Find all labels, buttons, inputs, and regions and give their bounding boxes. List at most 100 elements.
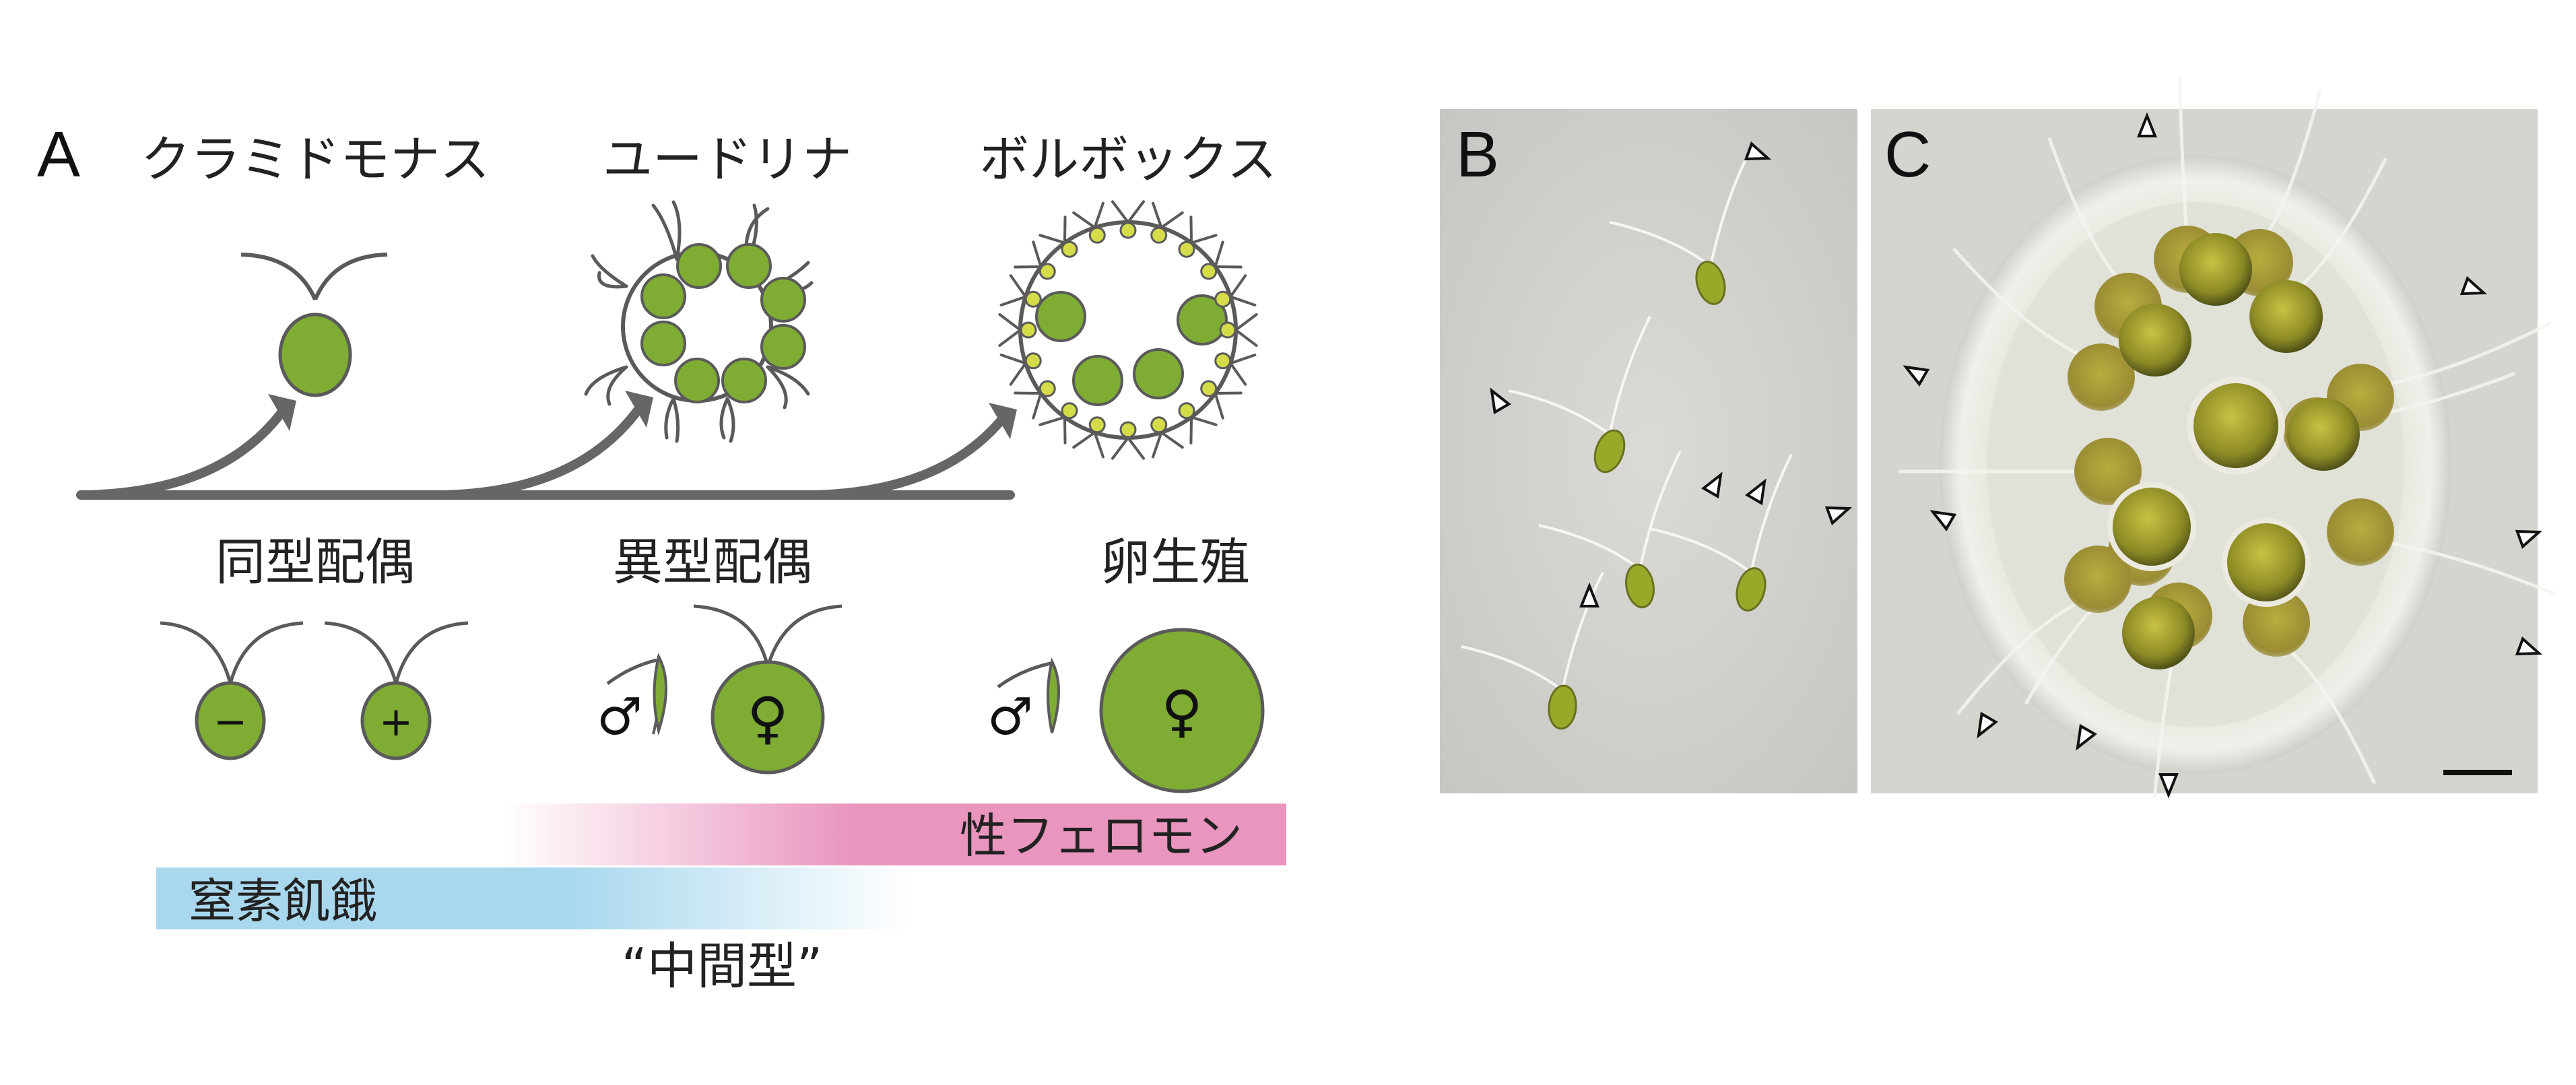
panel-a-label: A	[37, 119, 80, 191]
somatic-cell-icon	[1219, 321, 1236, 339]
pointer-arrowhead-icon	[1490, 387, 1511, 415]
panel-b-label: B	[1456, 119, 1499, 191]
flagellum-icon	[1229, 354, 1257, 386]
anisogamy-label: 異型配偶	[613, 533, 812, 591]
intermediate-label: “中間型”	[622, 938, 823, 995]
chlamydomonas-label: クラミドモナス	[141, 131, 490, 189]
somatic-cell-icon	[2064, 546, 2132, 613]
somatic-cell-icon	[1200, 380, 1218, 397]
pointer-arrowhead-icon	[1977, 711, 1998, 739]
flagellum-icon	[1214, 391, 1243, 420]
somatic-cell-icon	[1150, 416, 1168, 434]
algal-cell-icon	[1625, 563, 1655, 609]
algal-cell-icon	[1695, 261, 1726, 305]
panel-c-label: C	[1884, 119, 1931, 191]
somatic-cell-icon	[1214, 352, 1232, 370]
pointer-arrowhead-icon	[1929, 510, 1957, 531]
pointer-arrowhead-icon	[1824, 506, 1853, 525]
somatic-cell-icon	[1150, 226, 1168, 244]
somatic-cell-icon	[2119, 304, 2191, 376]
somatic-cell-icon	[1038, 380, 1056, 397]
flagellum-icon	[1014, 240, 1043, 269]
pointer-arrowhead-icon	[1701, 471, 1723, 499]
somatic-cell-icon	[1119, 421, 1137, 438]
isogamy-label: 同型配偶	[216, 533, 415, 591]
flagellum-icon	[1609, 221, 1712, 267]
flagellum-icon	[1750, 454, 1793, 573]
evolution-arrows	[76, 403, 1015, 500]
panel-a: A クラミドモナス ユードリナ ボルボックス	[37, 119, 1286, 995]
pointer-arrowhead-icon	[2515, 529, 2543, 549]
pointer-arrowhead-icon	[2137, 112, 2157, 137]
panel-b-photo: B	[1440, 109, 1857, 793]
chlamydomonas-cell-icon	[240, 253, 388, 397]
flagellum-icon	[1649, 527, 1752, 574]
flagellum-icon	[1561, 572, 1604, 691]
scale-bar	[2443, 770, 2512, 775]
somatic-cell-icon	[1119, 222, 1137, 239]
arrow-heads	[268, 391, 1017, 439]
pointer-arrowhead-icon	[2158, 773, 2179, 799]
somatic-cell-icon	[2250, 280, 2323, 353]
flagellum-icon	[1189, 416, 1218, 445]
nitrogen-label: 窒素飢餓	[189, 874, 377, 929]
nitrogen-bar: 窒素飢餓	[156, 867, 911, 929]
female-symbol-aniso: ♀	[747, 685, 789, 751]
eudorina-colony-icon	[584, 200, 814, 443]
plus-symbol: +	[379, 698, 413, 746]
flagellum-icon	[1229, 274, 1257, 306]
eudorina-label: ユードリナ	[603, 131, 852, 189]
flagellum-icon	[999, 354, 1027, 386]
somatic-cell-icon	[1061, 402, 1078, 420]
somatic-cell-icon	[1024, 352, 1042, 370]
flagellum-icon	[1111, 200, 1145, 224]
flagellum-icon	[2047, 137, 2117, 277]
gonidium-icon	[2107, 482, 2196, 571]
algal-cell-icon	[1548, 684, 1577, 730]
flagellum-icon	[1234, 313, 1258, 347]
flagellum-icon	[2177, 77, 2188, 226]
oogamy-label: 卵生殖	[1100, 533, 1250, 591]
pheromone-bar: 性フェロモン	[502, 803, 1286, 865]
flagellum-icon	[1038, 216, 1067, 244]
flagellum-icon	[1014, 391, 1043, 420]
flagellum-icon	[1952, 247, 2078, 355]
pheromone-label: 性フェロモン	[960, 808, 1243, 863]
algal-cell-icon	[1593, 429, 1626, 473]
somatic-cell-icon	[1178, 240, 1195, 258]
somatic-cell-icon	[1061, 240, 1078, 258]
somatic-cell-icon	[2122, 597, 2195, 669]
somatic-cell-icon	[1038, 263, 1056, 280]
somatic-cell-icon	[1178, 402, 1195, 420]
flagellum-icon	[2391, 321, 2552, 385]
flagellum-icon	[1956, 602, 2076, 715]
flagellum-icon	[2268, 88, 2323, 232]
panel-c-photo: C	[1871, 77, 2557, 799]
flagellum-icon	[1072, 201, 1104, 229]
somatic-cell-icon	[1214, 290, 1232, 308]
flagellum-icon	[1508, 389, 1611, 436]
flagellum-icon	[1608, 316, 1651, 435]
flagellum-icon	[1639, 451, 1682, 570]
isogamy-gametes: − +	[160, 621, 469, 760]
flagellum-icon	[1214, 240, 1243, 269]
pointer-arrowhead-icon	[2515, 636, 2543, 656]
male-symbol-oo: ♂	[987, 686, 1033, 746]
flagellum-icon	[1189, 216, 1218, 244]
flagellum-icon	[1111, 436, 1145, 460]
flagellum-icon	[2391, 541, 2557, 597]
somatic-cell-icon	[2287, 398, 2360, 471]
oogamy-gametes: ♂ ♀	[987, 628, 1265, 793]
pointer-arrowhead-icon	[1579, 582, 1599, 607]
male-symbol-aniso: ♂	[597, 686, 642, 746]
pointer-arrowhead-icon	[2076, 723, 2097, 751]
somatic-cell-icon	[2068, 343, 2135, 411]
somatic-cell-icon	[1024, 290, 1042, 308]
somatic-cell-icon	[1088, 226, 1106, 244]
flagellum-icon	[1038, 416, 1067, 445]
flagellum-icon	[1152, 201, 1184, 229]
volvox-colony-icon	[998, 200, 1258, 460]
gonidium-icon	[2187, 376, 2285, 475]
flagellum-icon	[2290, 651, 2377, 785]
somatic-cell-icon	[2327, 498, 2394, 566]
